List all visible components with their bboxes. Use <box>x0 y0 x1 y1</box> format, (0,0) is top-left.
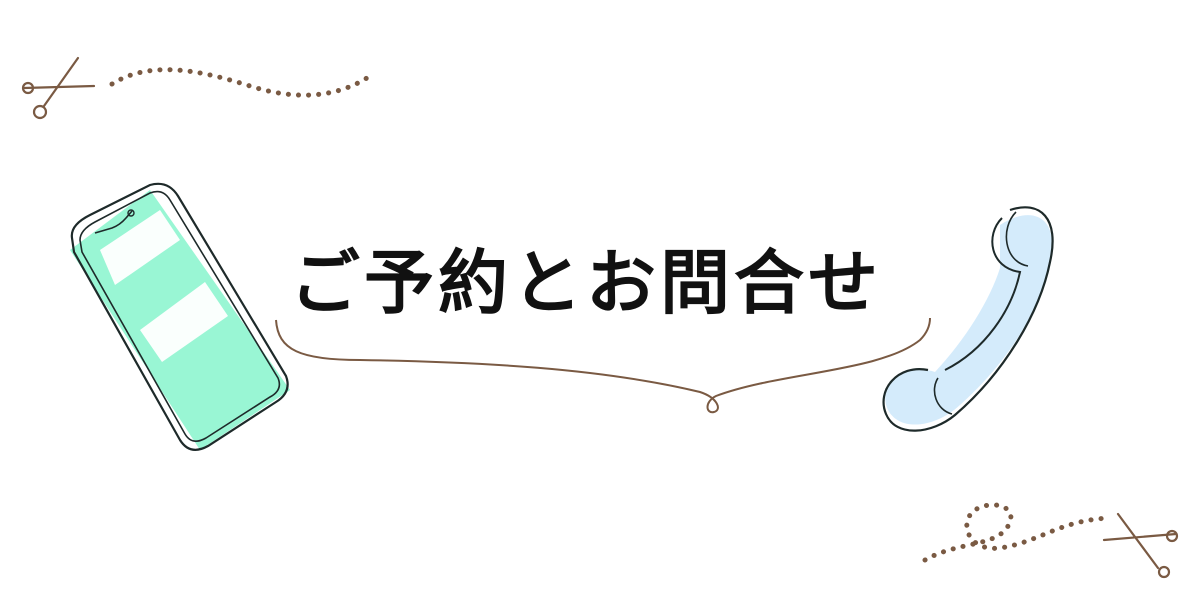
curly-brace-divider <box>275 317 931 414</box>
telephone-handset-icon <box>882 206 1054 432</box>
dotted-cut-line <box>922 502 1113 563</box>
scissors-icon <box>1102 512 1179 579</box>
page-title: ご予約とお問合せ <box>290 242 882 324</box>
scissors-icon <box>21 56 96 120</box>
dotted-cut-line <box>109 67 373 98</box>
smartphone-icon <box>70 182 290 451</box>
